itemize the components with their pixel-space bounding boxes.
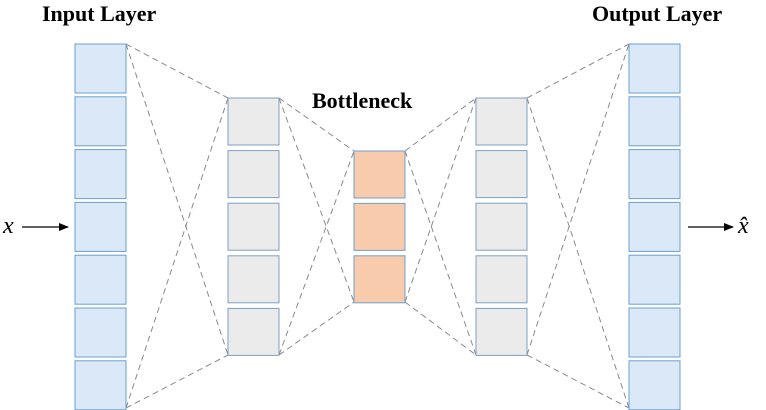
connector-line — [278, 97, 355, 303]
decoder-hidden-layer-unit — [475, 255, 528, 304]
connector-line — [125, 97, 229, 409]
connector-line — [125, 43, 229, 356]
output-layer — [628, 43, 681, 410]
input-layer-unit — [74, 360, 127, 410]
connector-line — [526, 97, 630, 409]
decoder-hidden-layer-unit — [475, 202, 528, 251]
input-layer-title: Input Layer — [42, 1, 157, 26]
connector-line — [404, 97, 477, 152]
encoder-hidden-layer-unit — [227, 202, 280, 251]
output-layer-title: Output Layer — [592, 1, 722, 26]
bottleneck-title: Bottleneck — [312, 88, 413, 113]
connector-line — [526, 354, 630, 409]
input-layer-unit — [74, 201, 127, 252]
connector-line — [404, 150, 477, 356]
bottleneck-layer-unit — [353, 202, 406, 251]
output-layer-unit — [628, 254, 681, 305]
input-layer-unit — [74, 254, 127, 305]
output-layer-unit — [628, 43, 681, 94]
connector-lines — [125, 43, 630, 409]
encoder-hidden-layer-unit — [227, 97, 280, 146]
output-layer-unit — [628, 307, 681, 358]
decoder-hidden-layer-unit — [475, 150, 528, 199]
output-layer-unit — [628, 96, 681, 147]
encoder-hidden-layer-unit — [227, 255, 280, 304]
encoder-hidden-layer — [227, 97, 280, 356]
bottleneck-layer — [353, 150, 406, 304]
connector-line — [526, 43, 630, 99]
connector-line — [125, 354, 229, 409]
bottleneck-layer-unit — [353, 150, 406, 199]
connector-line — [125, 43, 229, 99]
connector-line — [404, 97, 477, 303]
input-layer-unit — [74, 149, 127, 200]
connector-line — [278, 301, 355, 356]
decoder-hidden-layer-unit — [475, 307, 528, 356]
output-layer-unit — [628, 360, 681, 410]
output-variable-label: x̂ — [737, 213, 749, 239]
input-layer-unit — [74, 307, 127, 358]
decoder-hidden-layer — [475, 97, 528, 356]
input-layer-unit — [74, 43, 127, 94]
input-layer — [74, 43, 127, 410]
connector-line — [526, 43, 630, 356]
connector-line — [278, 150, 355, 356]
encoder-hidden-layer-unit — [227, 150, 280, 199]
input-layer-unit — [74, 96, 127, 147]
connector-line — [404, 301, 477, 356]
decoder-hidden-layer-unit — [475, 97, 528, 146]
encoder-hidden-layer-unit — [227, 307, 280, 356]
input-variable-label: x — [2, 213, 14, 239]
output-layer-unit — [628, 149, 681, 200]
output-layer-unit — [628, 201, 681, 252]
connector-line — [278, 97, 355, 152]
bottleneck-layer-unit — [353, 255, 406, 304]
